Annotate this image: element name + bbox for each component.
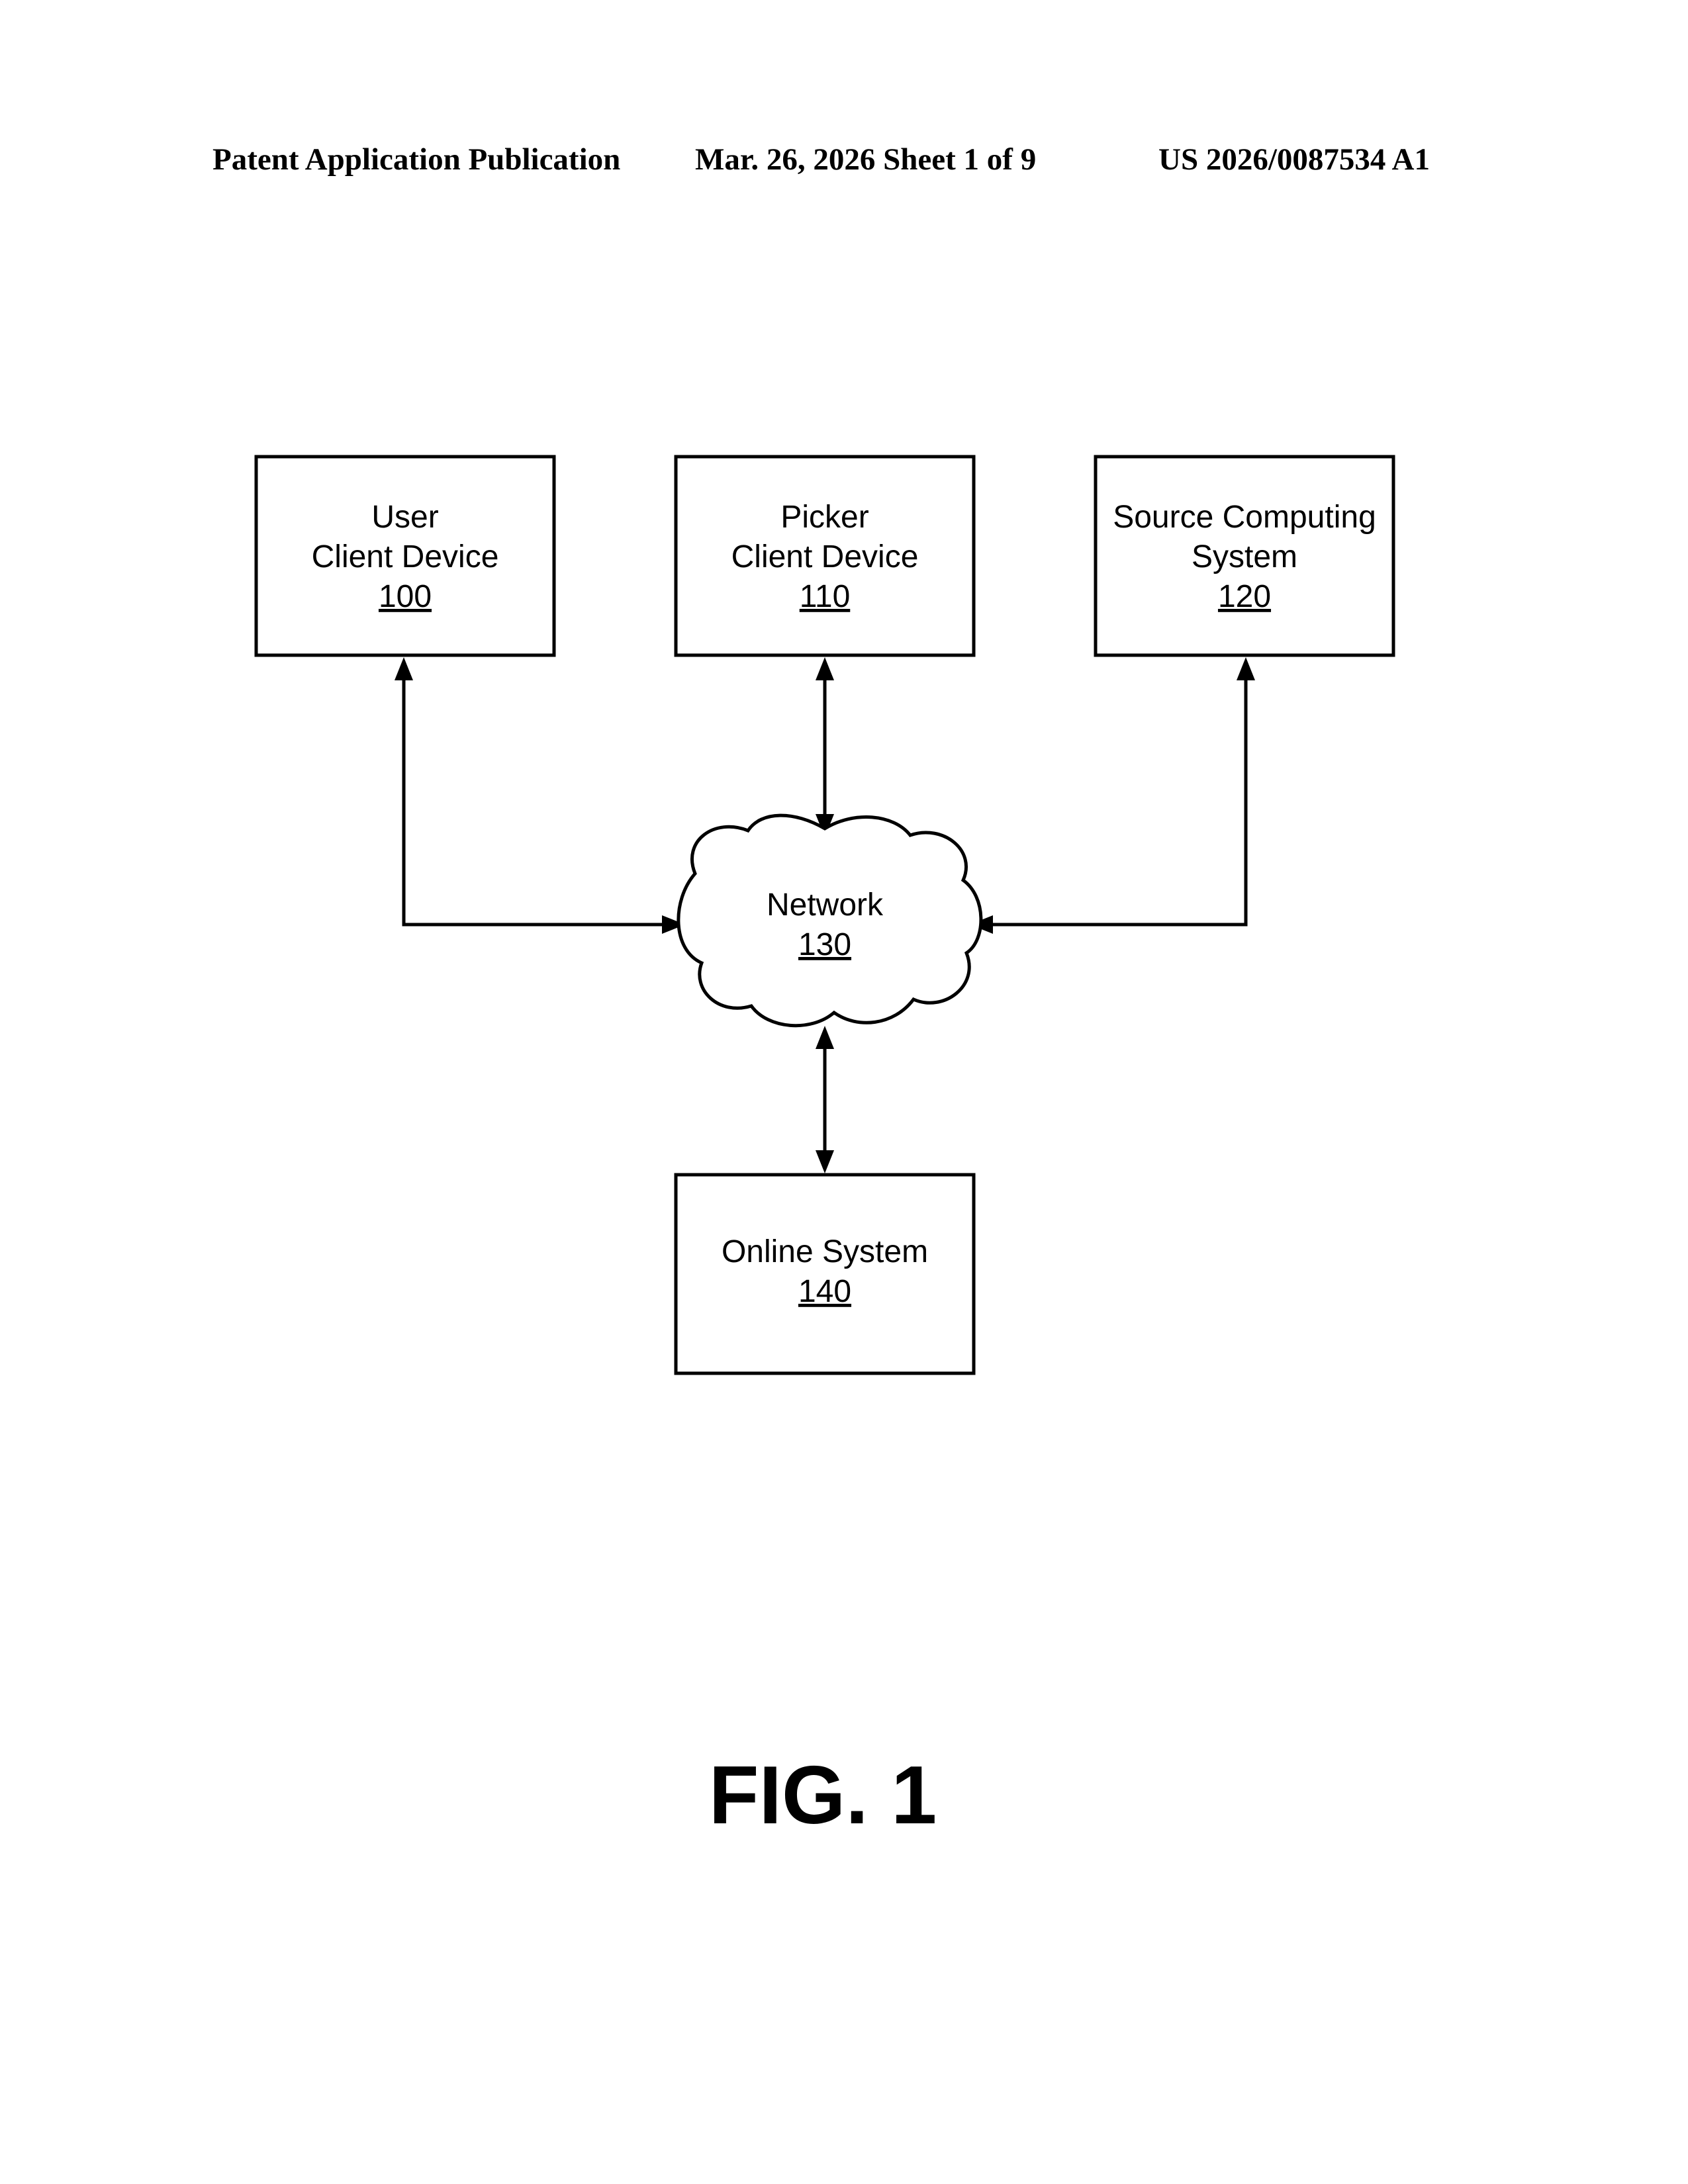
- arrowhead-down: [816, 1150, 834, 1173]
- figure-label: FIG. 1: [709, 1750, 937, 1841]
- online-system-node: Online System 140: [676, 1175, 974, 1373]
- node-label-line2: System: [1192, 539, 1297, 574]
- connector-user-to-network: [395, 657, 685, 934]
- source-computing-system-node: Source Computing System 120: [1096, 457, 1393, 655]
- connector-picker-to-network: [816, 657, 834, 837]
- node-reference-number: 120: [1218, 579, 1271, 614]
- arrowhead-up: [816, 657, 834, 680]
- node-label-line1: Source Computing: [1113, 500, 1376, 535]
- arrowhead-up: [395, 657, 413, 680]
- node-reference-number: 100: [379, 579, 432, 614]
- arrowhead-up: [816, 1026, 834, 1049]
- node-reference-number: 110: [800, 579, 851, 614]
- node-label-line1: User: [371, 500, 438, 535]
- node-label-line2: Client Device: [312, 539, 499, 574]
- node-label-line2: Client Device: [731, 539, 919, 574]
- node-label-line1: Network: [767, 887, 884, 923]
- node-label-line1: Online System: [722, 1234, 928, 1269]
- connector-source-to-network: [970, 657, 1255, 934]
- node-reference-number: 130: [798, 927, 851, 962]
- picker-client-device-node: Picker Client Device 110: [676, 457, 974, 655]
- node-label-line1: Picker: [780, 500, 868, 535]
- node-reference-number: 140: [798, 1274, 851, 1309]
- user-client-device-node: User Client Device 100: [256, 457, 554, 655]
- connector-online-to-network: [816, 1026, 834, 1173]
- network-cloud-node: Network 130: [679, 815, 981, 1026]
- arrowhead-up: [1237, 657, 1255, 680]
